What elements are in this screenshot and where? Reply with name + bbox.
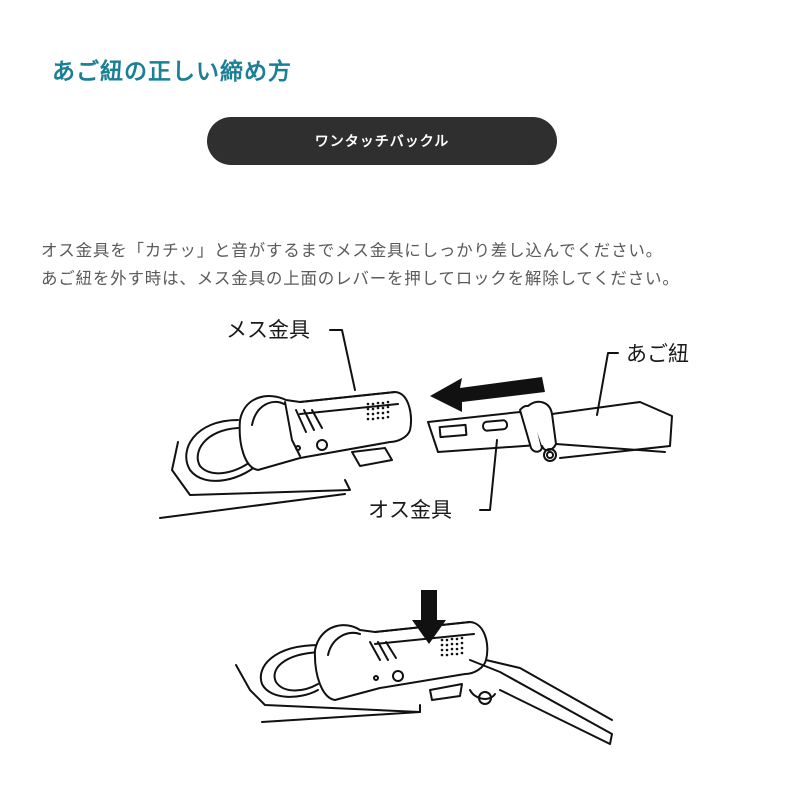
section-pill: ワンタッチバックル [207,117,557,165]
closed-lever-dots [440,636,464,657]
label-female-buckle: メス金具 [226,318,310,342]
instruction-line-2: あご紐を外す時は、メス金具の上面のレバーを押してロックを解除してください。 [41,269,680,288]
label-chin-strap: あご紐 [626,342,689,366]
buckle-open-diagram [159,329,673,519]
label-male-buckle: オス金具 [368,498,452,522]
lever-dots [366,400,390,421]
female-buckle-shape [238,391,413,471]
instructions: オス金具を「カチッ」と音がするまでメス金具にしっかり差し込んでください。 あご紐… [41,237,781,293]
section-pill-label: ワンタッチバックル [314,134,450,150]
buckle-closed-diagram [235,590,613,745]
page-title: あご紐の正しい締め方 [52,59,292,85]
press-arrow [412,590,446,644]
insert-arrow [430,377,545,412]
instruction-line-1: オス金具を「カチッ」と音がするまでメス金具にしっかり差し込んでください。 [41,241,663,260]
male-buckle-shape [427,400,557,462]
